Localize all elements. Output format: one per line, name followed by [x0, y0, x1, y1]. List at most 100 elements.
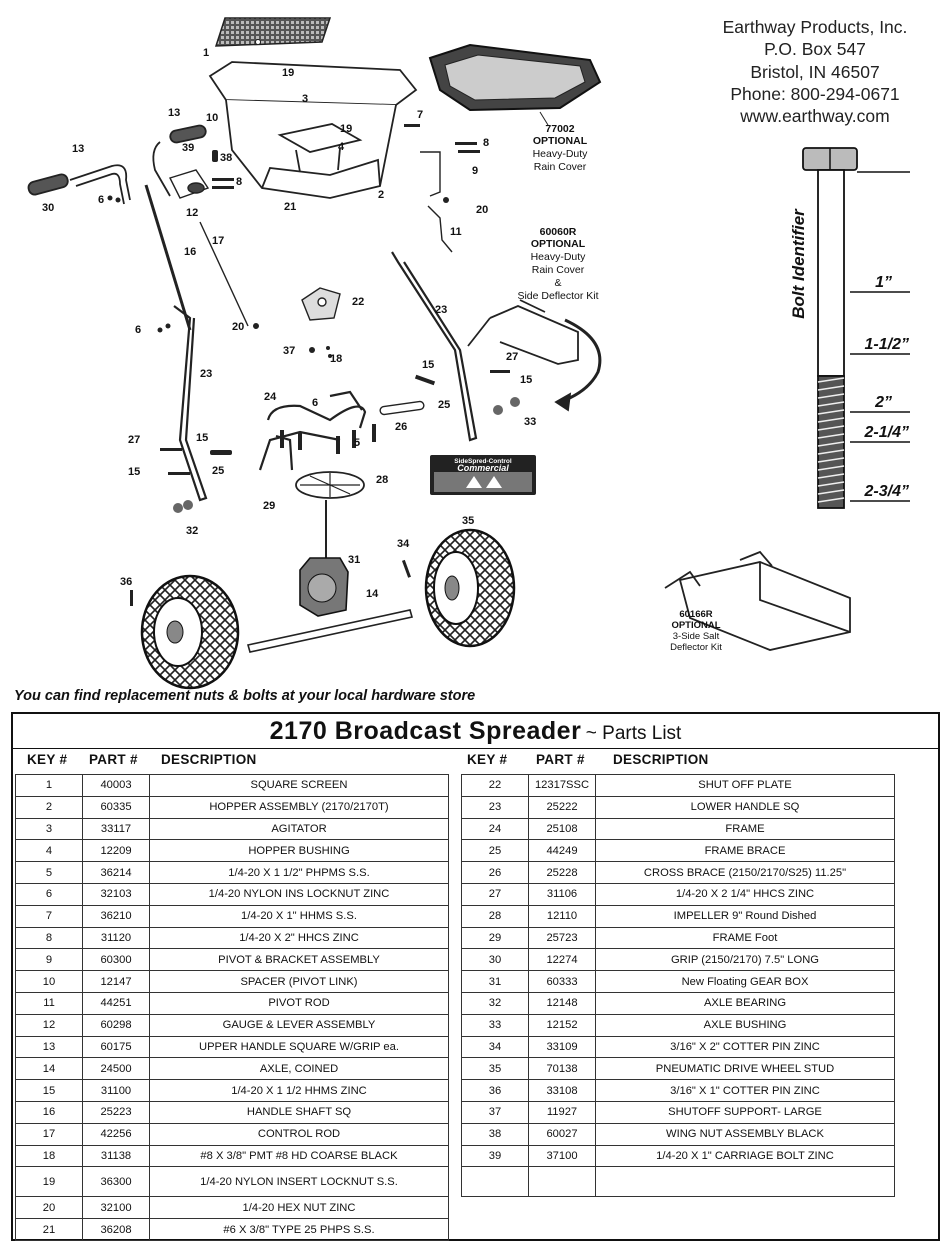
key-cell: 26	[461, 861, 529, 884]
company-phone: Phone: 800-294-0671	[730, 83, 900, 104]
callout-23b: 23	[200, 368, 212, 380]
description-cell: LOWER HANDLE SQ	[595, 795, 895, 819]
key-cell: 31	[461, 970, 529, 993]
description-cell: CONTROL ROD	[149, 1122, 449, 1146]
key-cell: 14	[15, 1057, 83, 1081]
description-cell: AGITATOR	[149, 817, 449, 841]
rain-cover-77002-drawing	[428, 43, 602, 126]
callout-33: 33	[524, 416, 536, 428]
key-cell: 9	[15, 948, 83, 972]
description-cell: SHUT OFF PLATE	[595, 774, 895, 797]
part-number-cell: 32103	[82, 882, 150, 906]
description-cell: SPACER (PIVOT LINK)	[149, 970, 449, 993]
part-number-cell: 60298	[82, 1013, 150, 1037]
description-cell: 1/4-20 NYLON INSERT LOCKNUT S.S.	[149, 1166, 449, 1198]
kit2-part: 60060R	[540, 226, 577, 238]
part-number-cell: 12274	[528, 948, 596, 972]
gearbox-drawing	[299, 557, 349, 617]
description-cell: FRAME BRACE	[595, 839, 895, 863]
part-number-cell: 33117	[82, 817, 150, 841]
hardware-note: You can find replacement nuts & bolts at…	[14, 688, 476, 704]
callout-30: 30	[42, 202, 54, 214]
kit2-line1: Heavy-Duty	[531, 251, 587, 263]
optional-kit-labels: 77002 OPTIONAL Heavy-Duty Rain Cover 600…	[517, 123, 722, 653]
key-cell: 28	[461, 904, 529, 928]
kit1-line1: Heavy-Duty	[533, 148, 589, 160]
key-cell: 29	[461, 926, 529, 950]
axle-drawing	[246, 609, 414, 653]
part-number-cell: 40003	[82, 774, 150, 797]
description-cell: IMPELLER 9" Round Dished	[595, 904, 895, 928]
callout-4: 4	[338, 141, 345, 153]
description-cell: HOPPER ASSEMBLY (2170/2170T)	[149, 795, 449, 819]
key-cell: 2	[15, 795, 83, 819]
callout-20: 20	[476, 204, 488, 216]
right-header-desc: DESCRIPTION	[613, 752, 709, 767]
kit1-part: 77002	[545, 123, 574, 135]
parts-list-title-sub: ~ Parts List	[585, 723, 682, 744]
key-cell: 17	[15, 1122, 83, 1146]
gauge-lever-drawing	[169, 169, 210, 199]
key-cell: 18	[15, 1144, 83, 1168]
key-cell: 15	[15, 1079, 83, 1102]
bolt-size-1: 1”	[875, 274, 892, 291]
callout-31: 31	[348, 554, 360, 566]
callout-6c: 6	[312, 397, 318, 409]
part-number-cell: 60300	[82, 948, 150, 972]
callout-20b: 20	[232, 321, 244, 333]
key-cell: 11	[15, 991, 83, 1015]
callout-27: 27	[506, 351, 518, 363]
bolt-size-2-3-4: 2-3/4”	[864, 483, 909, 500]
description-cell: GRIP (2150/2170) 7.5" LONG	[595, 948, 895, 972]
callout-15: 15	[422, 359, 434, 371]
description-cell: HOPPER BUSHING	[149, 839, 449, 863]
description-cell: 3/16" X 2" COTTER PIN ZINC	[595, 1035, 895, 1059]
callout-17: 17	[212, 235, 224, 247]
part-number-cell: 60335	[82, 795, 150, 819]
description-cell: 1/4-20 X 1 1/2 HHMS ZINC	[149, 1079, 449, 1102]
right-header-part: PART #	[536, 752, 585, 767]
callout-5: 5	[354, 437, 360, 449]
key-cell: 37	[461, 1100, 529, 1124]
left-header-desc: DESCRIPTION	[161, 752, 257, 767]
part-number-cell: 12110	[528, 904, 596, 928]
key-cell: 24	[461, 817, 529, 841]
callout-11: 11	[450, 226, 462, 238]
bolt-size-2: 2”	[874, 394, 892, 411]
key-cell: 25	[461, 839, 529, 863]
part-number-cell: 44249	[528, 839, 596, 863]
callout-6: 6	[98, 194, 104, 206]
part-number-cell: 25108	[528, 817, 596, 841]
callout-15d: 15	[128, 466, 140, 478]
callout-27b: 27	[128, 434, 140, 446]
key-cell: 3	[15, 817, 83, 841]
description-cell: FRAME Foot	[595, 926, 895, 950]
description-cell: New Floating GEAR BOX	[595, 970, 895, 993]
kit2-line3: &	[554, 277, 561, 289]
description-cell: 1/4-20 X 2" HHCS ZINC	[149, 926, 449, 950]
description-cell: PNEUMATIC DRIVE WHEEL STUD	[595, 1057, 895, 1081]
description-cell: HANDLE SHAFT SQ	[149, 1100, 449, 1124]
description-cell: 1/4-20 X 1" CARRIAGE BOLT ZINC	[595, 1144, 895, 1168]
key-cell: 27	[461, 882, 529, 906]
parts-list-title-main: 2170 Broadcast Spreader	[269, 717, 582, 745]
part-number-cell: 12147	[82, 970, 150, 993]
key-cell: 4	[15, 839, 83, 863]
callout-14: 14	[366, 588, 379, 600]
callout-21: 21	[284, 201, 296, 213]
kit2-tag: OPTIONAL	[531, 238, 586, 250]
callout-15c: 15	[196, 432, 208, 444]
